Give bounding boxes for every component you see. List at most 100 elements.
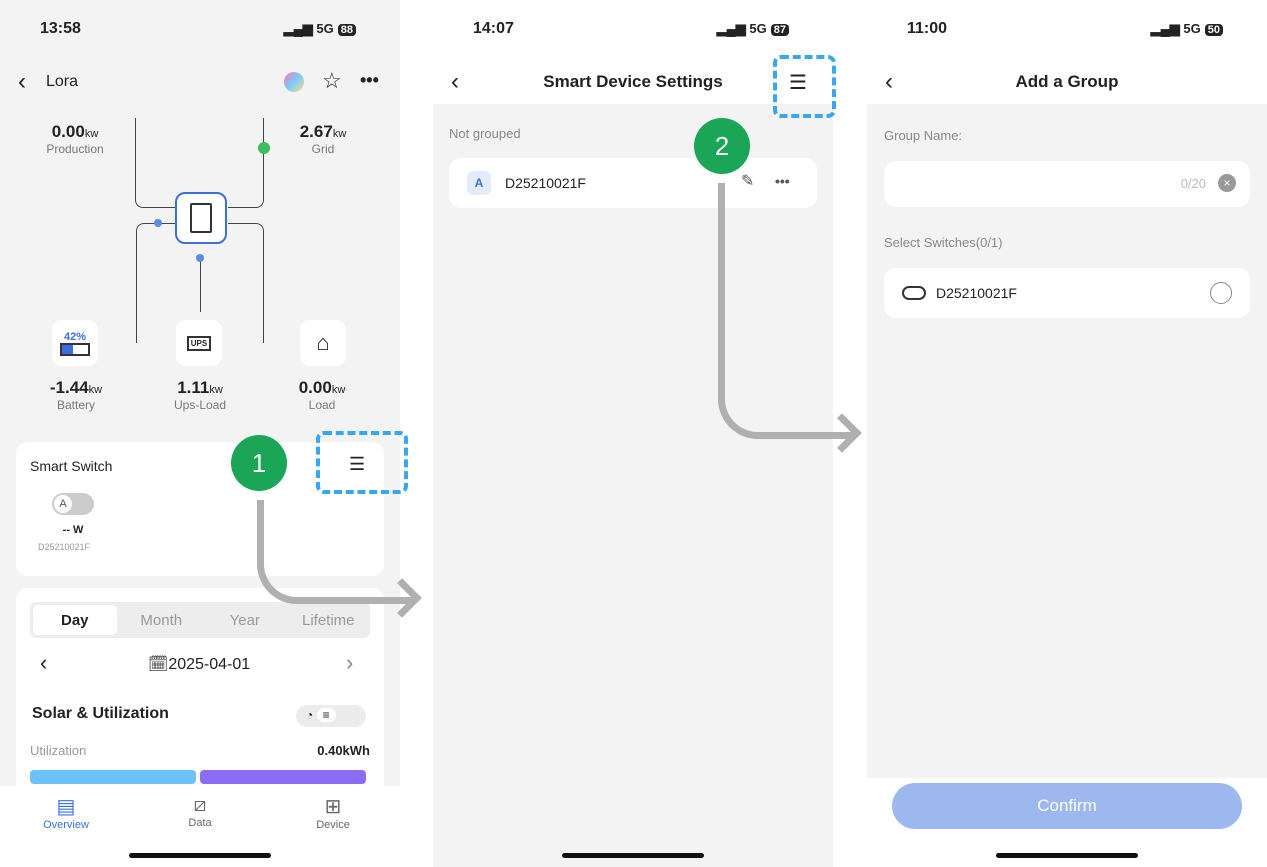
smart-switch-card: Smart Switch A -- W D25210021F ☰ [16, 442, 384, 576]
unit: kw [209, 384, 223, 396]
battery-value: -1.44 [49, 378, 89, 397]
back-button[interactable]: ‹ [885, 68, 893, 95]
period-tabs: Day Month Year Lifetime [30, 602, 370, 638]
unit: kw [84, 128, 99, 140]
utilization-bar-grid [200, 770, 366, 784]
group-list-icon[interactable]: ☰ [789, 72, 807, 94]
date-value: 2025-04-01 [168, 656, 251, 673]
auto-letter: A [54, 495, 72, 513]
switch-option-row[interactable]: D25210021F [884, 268, 1250, 318]
utilization-label: Utilization [30, 743, 87, 758]
arrow-step1 [257, 500, 412, 604]
battery-level: 87 [770, 24, 789, 36]
utilization-value: 0.40kWh [317, 743, 370, 758]
time: 13:58 [40, 20, 81, 37]
nav-label: Overview [43, 819, 89, 831]
bottom-nav: ▤Overview ⧄Data ⊞Device [0, 786, 400, 867]
device-name: D25210021F [936, 285, 1017, 301]
step-1-badge: 1 [231, 435, 287, 491]
highlight-box-group [773, 55, 836, 118]
network-type: 5G [316, 21, 334, 36]
device-name: D25210021F [505, 175, 586, 191]
group-name-input[interactable]: 0/20 × [884, 161, 1250, 207]
battery-soc: 42% [63, 330, 87, 343]
page-title: Smart Device Settings [543, 72, 723, 91]
time: 14:07 [473, 20, 514, 37]
unit: kw [331, 384, 346, 396]
ups-label: Ups-Load [173, 398, 227, 412]
confirm-button[interactable]: Confirm [892, 783, 1242, 829]
prev-date-button[interactable]: ‹ [40, 650, 48, 675]
settings-sliders-icon[interactable]: ☰ [349, 454, 366, 474]
clear-icon[interactable]: × [1218, 174, 1236, 192]
nav-device[interactable]: ⊞Device [293, 794, 373, 831]
device-icon: ⊞ [324, 796, 342, 818]
battery-level: 50 [1204, 24, 1223, 36]
overview-icon: ▤ [56, 796, 76, 818]
load-label: Load [308, 398, 336, 412]
load-value: 0.00 [298, 378, 332, 397]
char-counter: 0/20 [1180, 176, 1206, 191]
tab-day[interactable]: Day [33, 605, 117, 635]
section-label: Not grouped [449, 126, 521, 141]
battery-label: Battery [56, 398, 95, 412]
inverter-icon[interactable] [175, 192, 227, 244]
avatar-icon[interactable] [284, 72, 304, 92]
nav-overview[interactable]: ▤Overview [26, 794, 106, 831]
ups-value: 1.11 [177, 378, 210, 397]
arrow-step2 [718, 183, 853, 439]
switch-power: -- W [62, 524, 84, 536]
nav-data[interactable]: ⧄Data [160, 794, 240, 829]
network-type: 5G [749, 21, 767, 36]
solar-title: Solar & Utilization [32, 705, 169, 722]
tab-lifetime[interactable]: Lifetime [301, 611, 355, 629]
more-icon[interactable]: ••• [360, 70, 379, 90]
select-switches-label: Select Switches(0/1) [884, 235, 1003, 250]
nav-label: Data [188, 817, 212, 829]
grid-label: Grid [311, 142, 335, 156]
grid-value: 2.67 [299, 122, 333, 141]
date-picker[interactable]: 🗓2025-04-01 [148, 656, 251, 673]
time: 11:00 [907, 20, 948, 37]
load-house-icon[interactable]: ⌂ [300, 320, 346, 366]
select-radio[interactable] [1210, 282, 1232, 304]
back-button[interactable]: ‹ [18, 68, 26, 95]
unit: kw [332, 128, 347, 140]
production-value: 0.00 [51, 122, 85, 141]
battery-level: 88 [337, 24, 356, 36]
home-indicator [129, 853, 271, 858]
home-indicator [562, 853, 704, 858]
data-chart-icon: ⧄ [193, 794, 207, 816]
grid-ok-icon [258, 142, 270, 154]
pie-icon[interactable]: ◔ [306, 708, 314, 722]
star-icon[interactable]: ☆ [322, 68, 342, 93]
utilization-bar-solar [30, 770, 196, 784]
battery-node[interactable]: 42% [52, 320, 98, 366]
step-2-badge: 2 [694, 118, 750, 174]
switch-toggle[interactable]: A [52, 493, 94, 515]
ups-icon: UPS [186, 335, 212, 351]
bar-list-icon[interactable]: ≡ [316, 708, 336, 722]
switch-device-id: D25210021F [38, 542, 91, 552]
ups-node[interactable]: UPS [176, 320, 222, 366]
network-type: 5G [1183, 21, 1201, 36]
battery-icon [60, 342, 90, 356]
page-title: Lora [46, 73, 79, 90]
switch-icon [902, 286, 926, 300]
unit: kw [88, 384, 103, 396]
nav-label: Device [316, 819, 350, 831]
tab-year[interactable]: Year [229, 611, 260, 629]
group-name-label: Group Name: [884, 128, 963, 143]
next-date-button[interactable]: › [346, 650, 354, 675]
more-icon[interactable]: ••• [775, 173, 790, 189]
chart-view-toggle[interactable]: ◔ ≡ [296, 705, 366, 727]
back-button[interactable]: ‹ [451, 68, 459, 95]
tab-month[interactable]: Month [140, 611, 183, 629]
highlight-box-settings [316, 431, 408, 494]
